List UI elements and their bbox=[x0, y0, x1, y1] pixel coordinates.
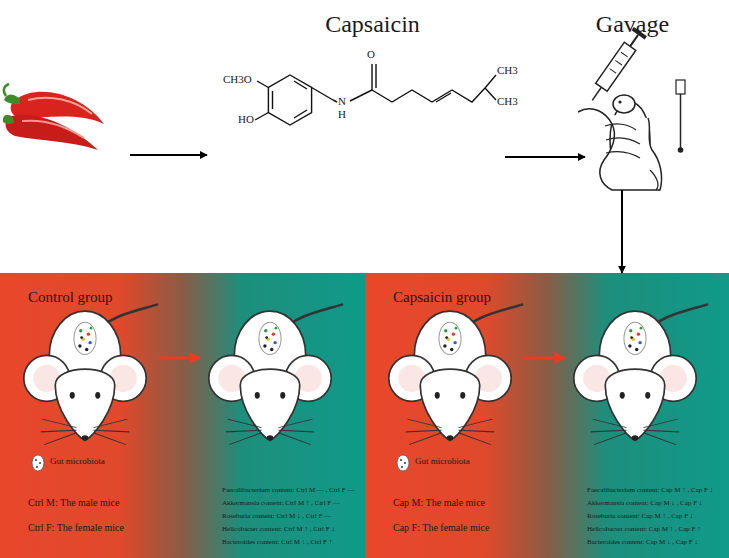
structure-atom-label: O bbox=[367, 48, 375, 61]
capsaicin-panel-ground bbox=[365, 273, 729, 558]
content-line: Akkermansia content: Cap M ↓ , Cap F ↓ bbox=[587, 499, 702, 507]
content-line: Helicobacter content: Ctrl M ↑ , Ctrl F … bbox=[222, 525, 335, 533]
control-panel-ground bbox=[0, 273, 365, 558]
mouse-figure bbox=[389, 304, 523, 444]
content-line: Bacteroides content: Ctrl M ↓ , Ctrl F ↑ bbox=[222, 538, 332, 546]
content-line: Faecalibacterium content: Cap M ↑ , Cap … bbox=[587, 486, 713, 494]
sex-key: Ctrl M: The male mice bbox=[28, 497, 119, 509]
node-title: Capsaicin bbox=[325, 11, 420, 39]
sex-key: Ctrl F: The female mice bbox=[28, 522, 124, 534]
content-line: Akkermansia content: Ctrl M ↑ , Ctrl F — bbox=[222, 499, 340, 507]
structure-atom-label: HO bbox=[238, 113, 254, 126]
panel-title: Capsaicin group bbox=[393, 289, 491, 306]
mouse-figure bbox=[209, 304, 343, 444]
capsaicin-structure bbox=[255, 64, 496, 125]
structure-atom-label: CH3 bbox=[497, 95, 518, 108]
structure-atom-label: CH3 bbox=[497, 64, 518, 77]
mouse-figure bbox=[24, 304, 158, 444]
legend-text: Gut microbiota bbox=[50, 456, 105, 466]
process-arrow bbox=[130, 154, 207, 156]
flow-arrow bbox=[621, 190, 623, 273]
content-line: Faecalibacterium content: Ctrl M — , Ctr… bbox=[222, 486, 354, 494]
mouse-figure bbox=[574, 304, 708, 444]
group-panel: Control groupCtrl M: The male miceCtrl F… bbox=[0, 273, 365, 558]
structure-atom-label: H bbox=[338, 108, 346, 121]
gavage-box: Gavage bbox=[585, 5, 680, 190]
change-arrow bbox=[158, 357, 200, 360]
structure-box: Capsaicin bbox=[240, 5, 505, 170]
node-title: Gavage bbox=[596, 11, 669, 39]
sex-key: Cap F: The female mice bbox=[393, 522, 489, 534]
microbiota-icon bbox=[32, 455, 44, 471]
gavage-illustration bbox=[578, 27, 685, 190]
structure-atom-label: N bbox=[338, 95, 346, 108]
content-line: Roseburia content: Ctrl M ↓ , Ctrl F — bbox=[222, 512, 331, 520]
flow-arrow bbox=[505, 156, 585, 158]
content-line: Helicobacter content: Cap M ↑ , Cap F ↑ bbox=[587, 525, 701, 533]
microbiota-icon bbox=[397, 455, 409, 471]
structure-atom-label: CH3O bbox=[223, 73, 252, 86]
chili-peppers bbox=[3, 84, 104, 150]
legend-text: Gut microbiota bbox=[415, 456, 470, 466]
change-arrow bbox=[523, 357, 565, 360]
content-line: Bacteroides content: Cap M ↓ , Cap F ↓ bbox=[587, 538, 698, 546]
group-panel: Capsaicin groupCap M: The male miceCap F… bbox=[365, 273, 729, 558]
panel-title: Control group bbox=[28, 289, 113, 306]
sex-key: Cap M: The male mice bbox=[393, 497, 485, 509]
content-line: Roseburia content: Cap M ↑ , Cap F ↓ bbox=[587, 512, 693, 520]
